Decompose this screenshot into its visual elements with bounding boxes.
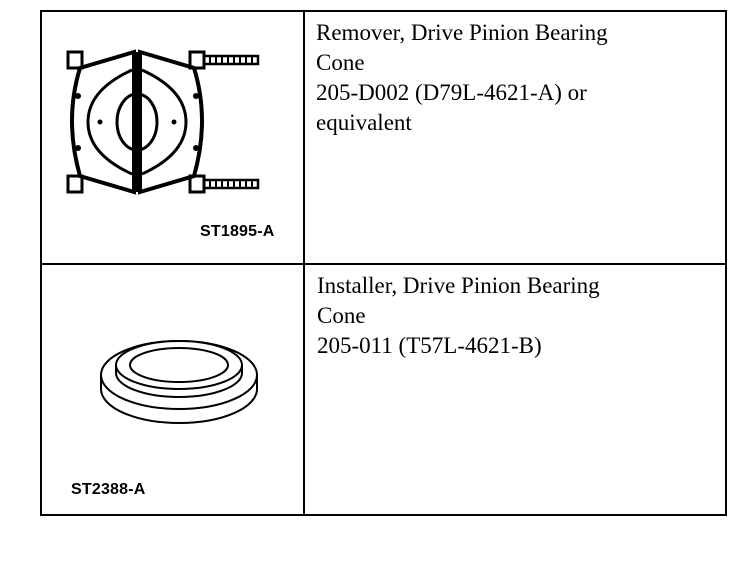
illustration-id-label: ST1895-A xyxy=(200,223,275,240)
description-line: 205-D002 (D79L-4621-A) or xyxy=(316,80,587,105)
special-tools-table: ST1895-A Remover, Drive Pinion Bearing C… xyxy=(40,10,727,516)
description-line: Installer, Drive Pinion Bearing xyxy=(317,273,600,298)
description-line: Cone xyxy=(316,50,365,75)
bearing-installer-illustration xyxy=(94,327,264,427)
description-line: equivalent xyxy=(316,110,412,135)
row-divider xyxy=(42,263,725,265)
tool-description: Installer, Drive Pinion Bearing Cone 205… xyxy=(317,271,600,361)
description-line: Cone xyxy=(317,303,366,328)
tool-description: Remover, Drive Pinion Bearing Cone 205-D… xyxy=(316,18,608,138)
illustration-id-label: ST2388-A xyxy=(71,481,146,498)
bearing-remover-illustration xyxy=(62,40,262,205)
description-line: Remover, Drive Pinion Bearing xyxy=(316,20,608,45)
description-line: 205-011 (T57L-4621-B) xyxy=(317,333,542,358)
